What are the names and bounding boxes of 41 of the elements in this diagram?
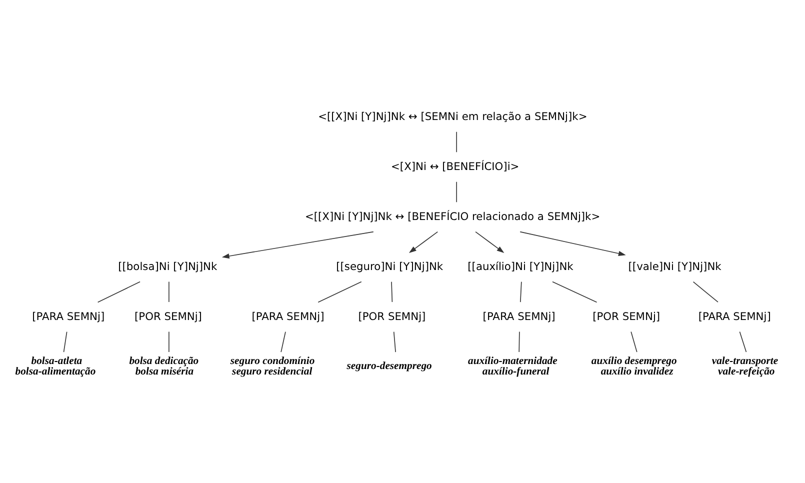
arrow (520, 230, 626, 256)
connector (552, 280, 598, 302)
node-text: [[vale]Ni [Y]Nj]Nk (628, 259, 722, 272)
connector (518, 330, 520, 352)
connector (520, 280, 522, 302)
connector (97, 280, 140, 302)
node-text: [POR SEMNj] (358, 309, 426, 322)
connector (393, 330, 396, 352)
connector (456, 130, 457, 152)
node-text: seguro-desemprego (346, 360, 432, 372)
node-text: auxílio desemprego auxílio invalidez (591, 356, 677, 378)
node-text: [PARA SEMNj] (482, 309, 556, 322)
connector (739, 330, 747, 352)
node-text: [PARA SEMNj] (698, 309, 771, 322)
node-text: vale-transporte vale-refeição (712, 356, 778, 378)
node-text: [PARA SEMNj] (32, 309, 105, 322)
node-text: [POR SEMNj] (592, 309, 660, 322)
arrow (222, 230, 374, 258)
connector (63, 330, 68, 352)
connector (168, 280, 170, 302)
connector (456, 180, 457, 202)
node-text: <[X]Ni ↔ [BENEFÍCIO]i> (391, 159, 520, 172)
node-text: <[[X]Ni [Y]Nj]Nk ↔ [BENEFÍCIO relacionado a SEMNj]k> (304, 209, 600, 222)
arrow (475, 230, 504, 252)
arrow (408, 230, 438, 252)
node-text: seguro condomínio seguro residencial (230, 356, 315, 378)
node-text: [[bolsa]Ni [Y]Nj]Nk (118, 259, 218, 272)
node-text: [[seguro]Ni [Y]Nj]Nk (336, 259, 444, 272)
node-text: bolsa-atleta bolsa-alimentação (15, 356, 96, 378)
connector (692, 280, 718, 302)
node-text: auxílio-maternidade auxílio-funeral (468, 356, 558, 378)
connector (318, 280, 362, 302)
connector (391, 280, 393, 302)
connector (630, 330, 638, 352)
connector (280, 330, 286, 352)
node-text: <[[X]Ni [Y]Nj]Nk ↔ [SEMNi em relação a SEMNj]k> (318, 109, 588, 122)
node-text: [POR SEMNj] (134, 309, 202, 322)
connector (168, 330, 170, 352)
node-text: [[auxílio]Ni [Y]Nj]Nk (468, 259, 574, 272)
node-text: [PARA SEMNj] (252, 309, 324, 322)
node-text: bolsa dedicação bolsa miséria (129, 356, 199, 378)
